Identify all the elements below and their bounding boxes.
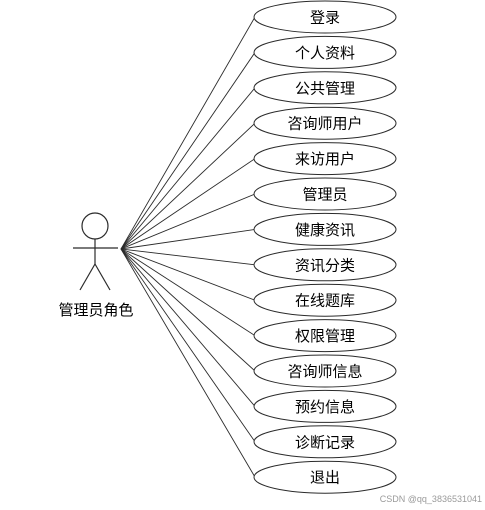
actor-head: [81, 212, 109, 240]
association-line: [120, 193, 256, 250]
use-case-ellipse: [253, 212, 397, 246]
use-case-ellipse: [253, 354, 397, 388]
use-case-label: 来访用户: [295, 150, 355, 168]
association-line: [120, 248, 256, 266]
use-case: 退出: [253, 460, 397, 494]
use-case: 公共管理: [253, 71, 397, 105]
use-case-label: 在线题库: [295, 292, 355, 310]
use-case-ellipse: [253, 142, 397, 176]
association-line: [120, 228, 256, 250]
actor: 管理员角色: [58, 212, 134, 319]
association-line: [120, 87, 256, 250]
use-case-label: 咨询师信息: [287, 363, 362, 381]
use-case: 咨询师用户: [253, 106, 397, 140]
use-case-ellipse: [253, 177, 397, 211]
use-case-ellipse: [253, 0, 397, 34]
watermark: CSDN @qq_3836531041: [380, 494, 482, 504]
association-line: [120, 248, 256, 478]
association-line: [120, 248, 256, 407]
use-case-label: 健康资讯: [295, 221, 355, 239]
use-case-label: 公共管理: [295, 79, 355, 97]
use-case-ellipse: [253, 460, 397, 494]
use-case-label: 诊断记录: [295, 433, 355, 451]
association-line: [120, 248, 256, 372]
use-case-label: 咨询师用户: [287, 115, 362, 133]
association-line: [120, 122, 256, 250]
actor-right-leg: [94, 263, 111, 291]
use-case-label: 退出: [310, 469, 340, 487]
use-case: 健康资讯: [253, 212, 397, 246]
association-lines: [120, 16, 256, 478]
use-case: 权限管理: [253, 319, 397, 353]
use-case: 预约信息: [253, 389, 397, 423]
association-line: [120, 16, 256, 250]
actor-label: 管理员角色: [58, 301, 133, 319]
use-case: 个人资料: [253, 35, 397, 69]
use-case-ellipse: [253, 35, 397, 69]
use-case-label: 登录: [310, 9, 340, 27]
use-case-list: 登录个人资料公共管理咨询师用户来访用户管理员健康资讯资讯分类在线题库权限管理咨询…: [253, 0, 397, 494]
use-case-ellipse: [253, 425, 397, 459]
use-case-label: 个人资料: [295, 44, 355, 62]
use-case: 诊断记录: [253, 425, 397, 459]
use-case-ellipse: [253, 283, 397, 317]
association-line: [120, 52, 256, 250]
use-case: 在线题库: [253, 283, 397, 317]
use-case-ellipse: [253, 389, 397, 423]
use-case-label: 资讯分类: [295, 256, 355, 274]
use-case-ellipse: [253, 106, 397, 140]
use-case-label: 预约信息: [295, 398, 355, 416]
association-line: [120, 248, 256, 443]
use-case: 来访用户: [253, 142, 397, 176]
use-case-ellipse: [253, 248, 397, 282]
use-case-label: 管理员: [302, 186, 347, 204]
association-line: [120, 248, 256, 336]
use-case-label: 权限管理: [295, 327, 355, 345]
use-case: 登录: [253, 0, 397, 34]
use-case: 管理员: [253, 177, 397, 211]
use-case: 资讯分类: [253, 248, 397, 282]
actor-left-leg: [79, 263, 96, 291]
association-line: [120, 248, 256, 301]
use-case-ellipse: [253, 71, 397, 105]
association-line: [120, 158, 256, 250]
use-case: 咨询师信息: [253, 354, 397, 388]
use-case-ellipse: [253, 319, 397, 353]
